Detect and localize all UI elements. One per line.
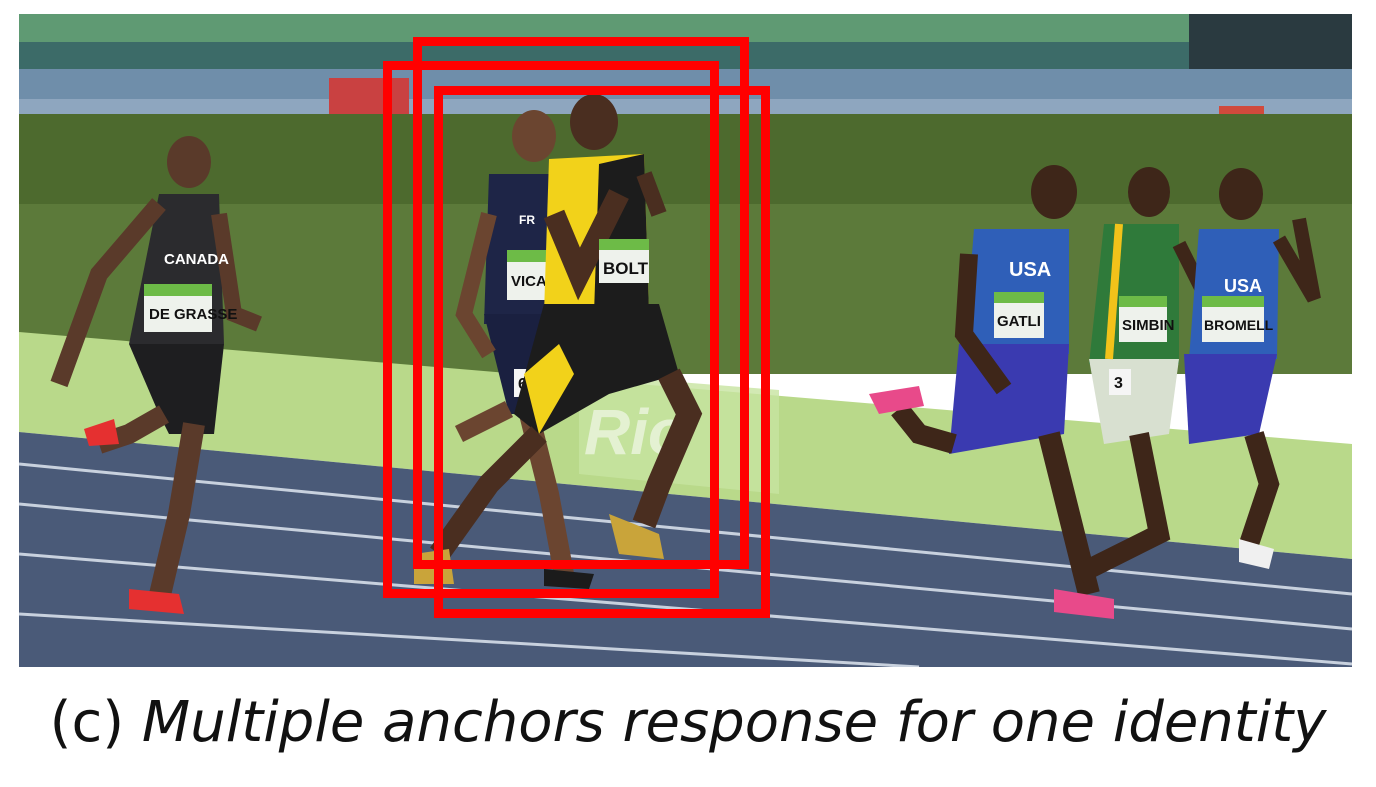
anchor-box-2 bbox=[383, 61, 719, 598]
figure-caption: (c) Multiple anchors response for one id… bbox=[0, 690, 1376, 755]
race-photo: Rio DE GRASSE CANADA VICAU FR bbox=[19, 14, 1352, 667]
bib-bromell: BROMELL bbox=[1204, 317, 1274, 333]
bib-gatlin: GATLI bbox=[997, 313, 1041, 330]
hip-number-simbine: 3 bbox=[1114, 375, 1123, 392]
bib-de-grasse: DE GRASSE bbox=[149, 306, 237, 323]
anchor-box-3 bbox=[434, 86, 770, 618]
jersey-france: FR bbox=[519, 213, 535, 227]
jersey-canada: CANADA bbox=[164, 251, 229, 268]
anchor-box-1 bbox=[413, 37, 749, 569]
athlete-bromell: BROMELL USA bbox=[1184, 168, 1321, 569]
jersey-usa-bromell: USA bbox=[1224, 276, 1262, 296]
running-track bbox=[19, 432, 1352, 667]
lane-lines bbox=[19, 462, 1352, 667]
jersey-usa-gatlin: USA bbox=[1009, 259, 1051, 281]
athlete-de-grasse: DE GRASSE CANADA bbox=[50, 136, 262, 614]
athlete-simbine: SIMBIN 3 bbox=[1074, 167, 1235, 583]
caption-text: Multiple anchors response for one identi… bbox=[141, 690, 1327, 755]
athlete-gatlin: GATLI USA bbox=[869, 165, 1114, 619]
bib-bolt: BOLT bbox=[603, 259, 649, 278]
bib-simbine: SIMBIN bbox=[1122, 317, 1175, 334]
caption-label: (c) bbox=[49, 690, 125, 755]
anchor-boxes bbox=[383, 37, 770, 618]
athlete-bolt: BOLT bbox=[414, 94, 703, 584]
